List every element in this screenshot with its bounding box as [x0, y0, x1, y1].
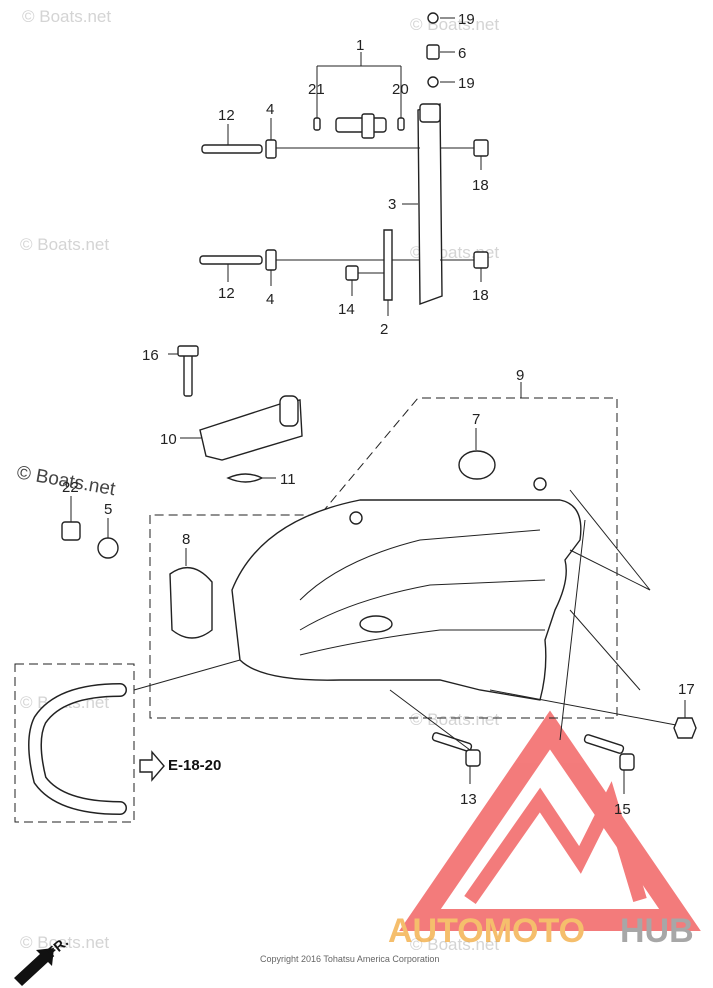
callouts: 1 2 3 4 4 5 6 7 8 9 10 11 12 12 13 14 15… [62, 11, 695, 818]
callout-number: 11 [280, 471, 296, 488]
bolt [183, 349, 193, 397]
callout-number: 10 [160, 431, 177, 448]
callout-number: 2 [380, 321, 388, 338]
logo-text: AUTOMOTO [388, 912, 585, 950]
washer [97, 537, 119, 559]
callout-number: 17 [678, 681, 695, 698]
nut [673, 717, 697, 739]
callout-number: 5 [104, 501, 112, 518]
bolt [431, 732, 473, 752]
fuel-rail [417, 103, 443, 305]
callout-number: 7 [472, 411, 480, 428]
bracket [383, 229, 393, 301]
sensor-bracket-group [168, 345, 303, 483]
copyright-text: Copyright 2016 Tohatsu America Corporati… [260, 954, 439, 964]
callout-number: 12 [218, 107, 235, 124]
bolt [345, 265, 359, 281]
gasket [169, 566, 213, 639]
callout-number: 15 [614, 801, 631, 818]
callout-number: 14 [338, 301, 355, 318]
watermark: © Boats.net [410, 935, 499, 954]
hose-joint [199, 255, 263, 265]
callout-number: 22 [62, 479, 79, 496]
clamp [458, 450, 496, 480]
watermark: © Boats.net [20, 933, 109, 952]
watermark: © Boats.net [22, 7, 111, 26]
callout-number: 19 [458, 11, 475, 28]
callout-number: 19 [458, 75, 475, 92]
arrow-icon [139, 750, 165, 782]
hose-group: E-18-20 [14, 659, 241, 823]
nut [473, 139, 489, 157]
callout-number: 13 [460, 791, 477, 808]
small-parts [61, 428, 697, 739]
watermark: © Boats.net [410, 710, 499, 729]
reference-label: E-18-20 [168, 757, 221, 774]
callout-number: 18 [472, 177, 489, 194]
callout-number: 21 [308, 81, 325, 98]
grommet [61, 521, 81, 541]
fuel-rail-assembly [199, 12, 489, 316]
automotohub-logo: AUTOMOTO HUB [388, 710, 701, 950]
callout-number: 4 [266, 291, 274, 308]
callout-number: 4 [266, 101, 274, 118]
callout-number: 12 [218, 285, 235, 302]
callout-number: 16 [142, 347, 159, 364]
intake-manifold [149, 382, 677, 741]
watermark: © Boats.net [20, 235, 109, 254]
callout-number: 20 [392, 81, 409, 98]
hose-joint [201, 144, 263, 154]
callout-number: 8 [182, 531, 190, 548]
callout-number: 18 [472, 287, 489, 304]
nut [473, 251, 489, 269]
callout-number: 9 [516, 367, 524, 384]
callout-number: 1 [356, 37, 364, 54]
callout-number: 3 [388, 196, 396, 213]
bolt [583, 734, 625, 754]
seal-ring [226, 473, 264, 483]
manifold-bolts [389, 689, 635, 794]
fuel-injector [313, 113, 405, 139]
logo-text: HUB [620, 912, 694, 950]
callout-number: 6 [458, 45, 466, 62]
